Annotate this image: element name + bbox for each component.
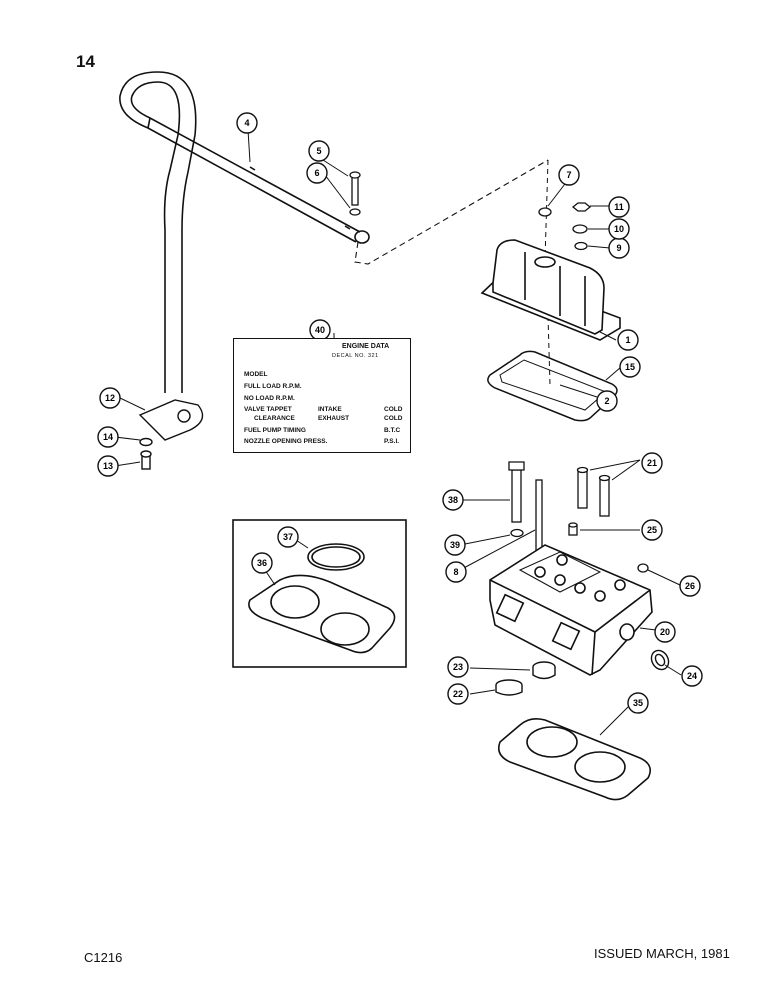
decal-intake: INTAKE	[318, 406, 342, 413]
gasket-kit-box	[232, 519, 407, 668]
svg-text:10: 10	[614, 224, 624, 234]
cover-hardware	[538, 202, 592, 251]
svg-text:20: 20	[660, 627, 670, 637]
callout-39: 39	[444, 534, 466, 556]
bolt-and-washer	[349, 171, 361, 216]
decal-title: ENGINE DATA	[342, 343, 390, 350]
callout-8: 8	[445, 561, 467, 583]
callout-26: 26	[679, 575, 701, 597]
callout-7: 7	[558, 164, 580, 186]
callout-12: 12	[99, 387, 121, 409]
svg-text:4: 4	[244, 118, 249, 128]
svg-text:26: 26	[685, 581, 695, 591]
svg-text:2: 2	[604, 396, 609, 406]
dashed-lead-line-3	[547, 315, 551, 386]
callout-24: 24	[681, 665, 703, 687]
dashed-lead-line-2	[544, 159, 549, 261]
callout-20: 20	[654, 621, 676, 643]
callout-6: 6	[306, 162, 328, 184]
svg-text:11: 11	[614, 202, 624, 212]
callout-11: 11	[608, 196, 630, 218]
decal-model: MODEL	[244, 371, 268, 378]
svg-text:5: 5	[316, 146, 321, 156]
svg-text:8: 8	[453, 567, 458, 577]
svg-text:37: 37	[283, 532, 293, 542]
callout-40: 40	[309, 319, 331, 341]
svg-text:9: 9	[616, 243, 621, 253]
head-gasket	[497, 718, 651, 801]
svg-text:23: 23	[453, 662, 463, 672]
callout-5: 5	[308, 140, 330, 162]
callout-35: 35	[627, 692, 649, 714]
svg-text:6: 6	[314, 168, 319, 178]
decal-nozzle: NOZZLE OPENING PRESS.	[244, 438, 328, 445]
callout-4: 4	[236, 112, 258, 134]
svg-text:22: 22	[453, 689, 463, 699]
svg-text:35: 35	[633, 698, 643, 708]
callout-14: 14	[97, 426, 119, 448]
svg-text:15: 15	[625, 362, 635, 372]
callout-37: 37	[277, 526, 299, 548]
leader-lines	[114, 129, 682, 736]
svg-text:12: 12	[105, 393, 115, 403]
page-number: 14	[76, 52, 95, 71]
decal-full-load: FULL LOAD R.P.M.	[244, 383, 302, 390]
decal-valve-tappet: VALVE TAPPET	[244, 406, 292, 413]
decal-clearance: CLEARANCE	[254, 415, 295, 422]
decal-cold-1: COLD	[384, 406, 403, 413]
svg-text:39: 39	[450, 540, 460, 550]
callout-36: 36	[251, 552, 273, 574]
svg-text:13: 13	[103, 461, 113, 471]
tube-bracket	[138, 399, 204, 470]
breather-tube	[119, 71, 370, 393]
decal-fuel-pump: FUEL PUMP TIMING	[244, 427, 306, 434]
callout-21: 21	[641, 452, 663, 474]
svg-text:36: 36	[257, 558, 267, 568]
dashed-lead-line	[354, 159, 549, 265]
svg-text:1: 1	[625, 335, 630, 345]
footer-code: C1216	[84, 950, 123, 965]
cylinder-head	[489, 544, 653, 676]
callout-23: 23	[447, 656, 469, 678]
svg-text:40: 40	[315, 325, 325, 335]
engine-data-decal: ENGINE DATA DECAL NO. 321 MODEL FULL LOA…	[233, 338, 411, 453]
valve-cover	[480, 239, 621, 341]
callout-13: 13	[97, 455, 119, 477]
svg-text:24: 24	[687, 671, 697, 681]
svg-text:25: 25	[647, 525, 657, 535]
footer-issued: ISSUED MARCH, 1981	[594, 946, 730, 961]
decal-btc: B.T.C	[384, 427, 401, 434]
decal-psi: P.S.I.	[384, 438, 400, 445]
svg-text:21: 21	[647, 458, 657, 468]
callout-2: 2	[596, 390, 618, 412]
callout-9: 9	[608, 237, 630, 259]
decal-cold-2: COLD	[384, 415, 403, 422]
callout-22: 22	[447, 683, 469, 705]
callout-1: 1	[617, 329, 639, 351]
callout-15: 15	[619, 356, 641, 378]
svg-text:38: 38	[448, 495, 458, 505]
decal-no-load: NO LOAD R.P.M.	[244, 395, 295, 402]
svg-text:14: 14	[103, 432, 113, 442]
svg-text:7: 7	[566, 170, 571, 180]
callout-10: 10	[608, 218, 630, 240]
callout-25: 25	[641, 519, 663, 541]
decal-exhaust: EXHAUST	[318, 415, 350, 422]
callout-38: 38	[442, 489, 464, 511]
cover-gasket	[487, 350, 618, 422]
decal-number: DECAL NO. 321	[332, 353, 379, 359]
valve-seats-seals	[495, 649, 670, 696]
